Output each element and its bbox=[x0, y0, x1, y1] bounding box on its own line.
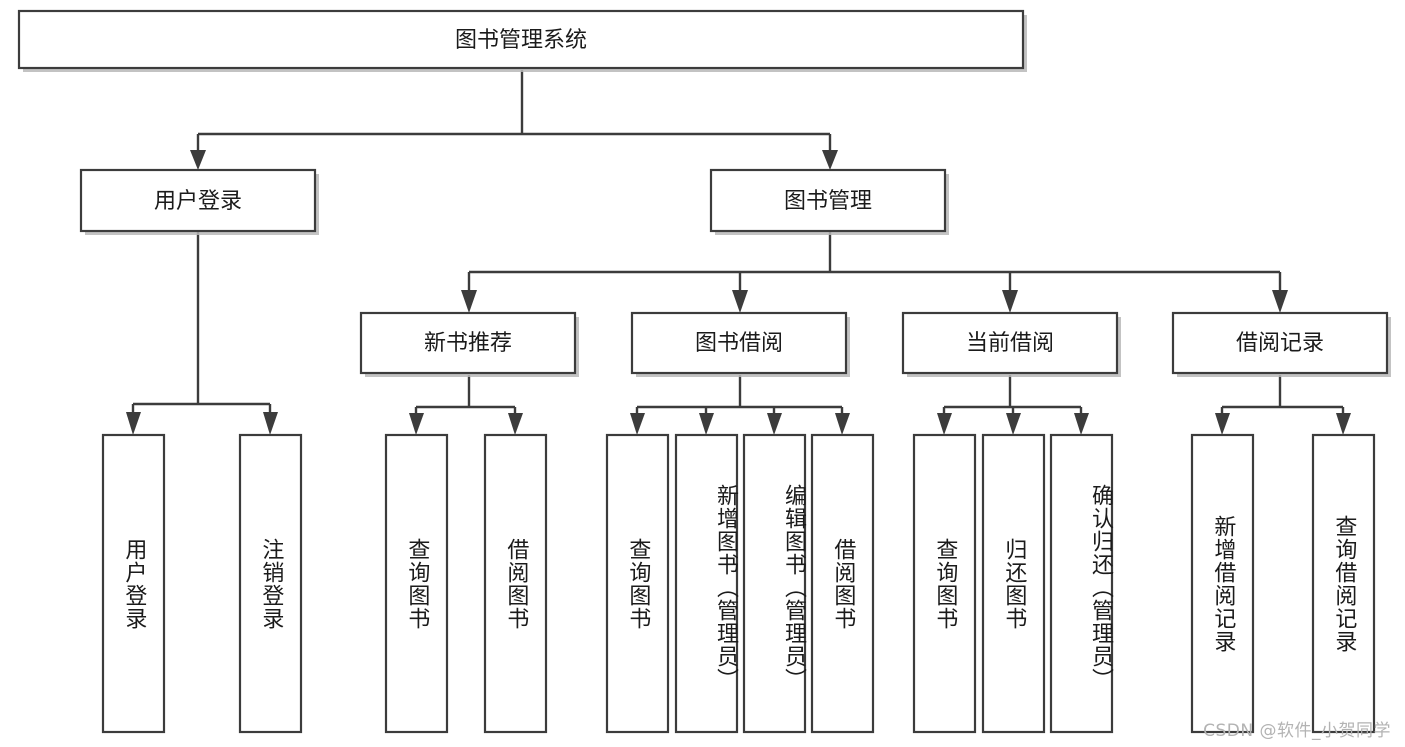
arrow-borrow-record-leaf-2 bbox=[1336, 413, 1351, 435]
node-root[interactable]: 图书管理系统 bbox=[17, 9, 1027, 72]
arrow-book-mgmt-to-book-borrow bbox=[732, 290, 748, 313]
arrow-book-mgmt-to-current-borrow bbox=[1002, 290, 1018, 313]
node-current-borrow-box bbox=[901, 311, 1119, 375]
leaf-box-borrow-record-1 bbox=[1190, 433, 1255, 734]
leaf-box-book-borrow-4 bbox=[810, 433, 875, 734]
leaf-node-current-borrow-3[interactable] bbox=[1049, 433, 1114, 734]
arrow-borrow-record-leaf-1 bbox=[1215, 413, 1230, 435]
node-root-box bbox=[17, 9, 1025, 70]
node-new-book-recommend-label: 新书推荐 bbox=[424, 331, 512, 356]
arrow-root-to-user-login bbox=[190, 150, 206, 170]
leaf-node-current-borrow-1[interactable] bbox=[912, 433, 977, 734]
leaf-node-borrow-record-1[interactable] bbox=[1190, 433, 1255, 734]
node-current-borrow[interactable]: 当前借阅 bbox=[901, 311, 1121, 377]
node-new-book-recommend-box bbox=[359, 311, 577, 375]
node-book-management[interactable]: 图书管理 bbox=[709, 168, 949, 235]
leaf-box-current-borrow-3 bbox=[1049, 433, 1114, 734]
arrow-book-borrow-leaf-3 bbox=[767, 413, 782, 435]
node-user-login-box bbox=[79, 168, 317, 233]
leaf-box-new-book-2 bbox=[483, 433, 548, 734]
leaf-box-new-book-1 bbox=[384, 433, 449, 734]
leaf-node-book-borrow-2[interactable] bbox=[674, 433, 739, 734]
leaf-box-book-borrow-3 bbox=[742, 433, 807, 734]
leaf-node-borrow-record-2[interactable] bbox=[1311, 433, 1376, 734]
node-borrow-record[interactable]: 借阅记录 bbox=[1171, 311, 1391, 377]
leaf-box-current-borrow-2 bbox=[981, 433, 1046, 734]
node-new-book-recommend[interactable]: 新书推荐 bbox=[359, 311, 579, 377]
leaf-box-book-borrow-1 bbox=[605, 433, 670, 734]
arrow-user-login-leaf-1 bbox=[126, 412, 141, 435]
leaf-node-book-borrow-3[interactable] bbox=[742, 433, 807, 734]
arrow-root-to-book-mgmt bbox=[822, 150, 838, 170]
leaf-node-user-login-1[interactable] bbox=[101, 433, 166, 734]
leaf-box-user-login-1 bbox=[101, 433, 166, 734]
leaf-node-book-borrow-4[interactable] bbox=[810, 433, 875, 734]
node-book-management-box bbox=[709, 168, 947, 233]
node-borrow-record-box bbox=[1171, 311, 1389, 375]
node-borrow-record-label: 借阅记录 bbox=[1236, 331, 1324, 356]
leaf-box-borrow-record-2 bbox=[1311, 433, 1376, 734]
arrow-book-borrow-leaf-1 bbox=[630, 413, 645, 435]
node-current-borrow-label: 当前借阅 bbox=[966, 331, 1054, 356]
leaf-box-book-borrow-2 bbox=[674, 433, 739, 734]
node-book-management-label: 图书管理 bbox=[784, 189, 872, 214]
node-user-login-label: 用户登录 bbox=[154, 189, 242, 214]
arrow-current-borrow-leaf-1 bbox=[937, 413, 952, 435]
connectors bbox=[126, 70, 1351, 435]
leaf-node-current-borrow-2[interactable] bbox=[981, 433, 1046, 734]
watermark: CSDN @软件_小贺同学 bbox=[1203, 721, 1391, 741]
node-user-login[interactable]: 用户登录 bbox=[79, 168, 319, 235]
node-book-borrow[interactable]: 图书借阅 bbox=[630, 311, 850, 377]
node-book-borrow-label: 图书借阅 bbox=[695, 331, 783, 356]
leaf-box-user-login-2 bbox=[238, 433, 303, 734]
arrow-book-borrow-leaf-2 bbox=[699, 413, 714, 435]
arrow-book-borrow-leaf-4 bbox=[835, 413, 850, 435]
arrow-book-mgmt-to-new-book bbox=[461, 290, 477, 313]
node-root-label: 图书管理系统 bbox=[455, 28, 587, 53]
leaf-node-user-login-2[interactable] bbox=[238, 433, 303, 734]
leaf-node-new-book-2[interactable] bbox=[483, 433, 548, 734]
node-book-borrow-box bbox=[630, 311, 848, 375]
arrow-user-login-leaf-2 bbox=[263, 412, 278, 435]
leaf-node-book-borrow-1[interactable] bbox=[605, 433, 670, 734]
arrow-book-mgmt-to-borrow-record bbox=[1272, 290, 1288, 313]
leaf-node-new-book-1[interactable] bbox=[384, 433, 449, 734]
arrow-current-borrow-leaf-3 bbox=[1074, 413, 1089, 435]
arrow-new-book-leaf-1 bbox=[409, 413, 424, 435]
arrow-current-borrow-leaf-2 bbox=[1006, 413, 1021, 435]
arrow-new-book-leaf-2 bbox=[508, 413, 523, 435]
leaf-box-current-borrow-1 bbox=[912, 433, 977, 734]
